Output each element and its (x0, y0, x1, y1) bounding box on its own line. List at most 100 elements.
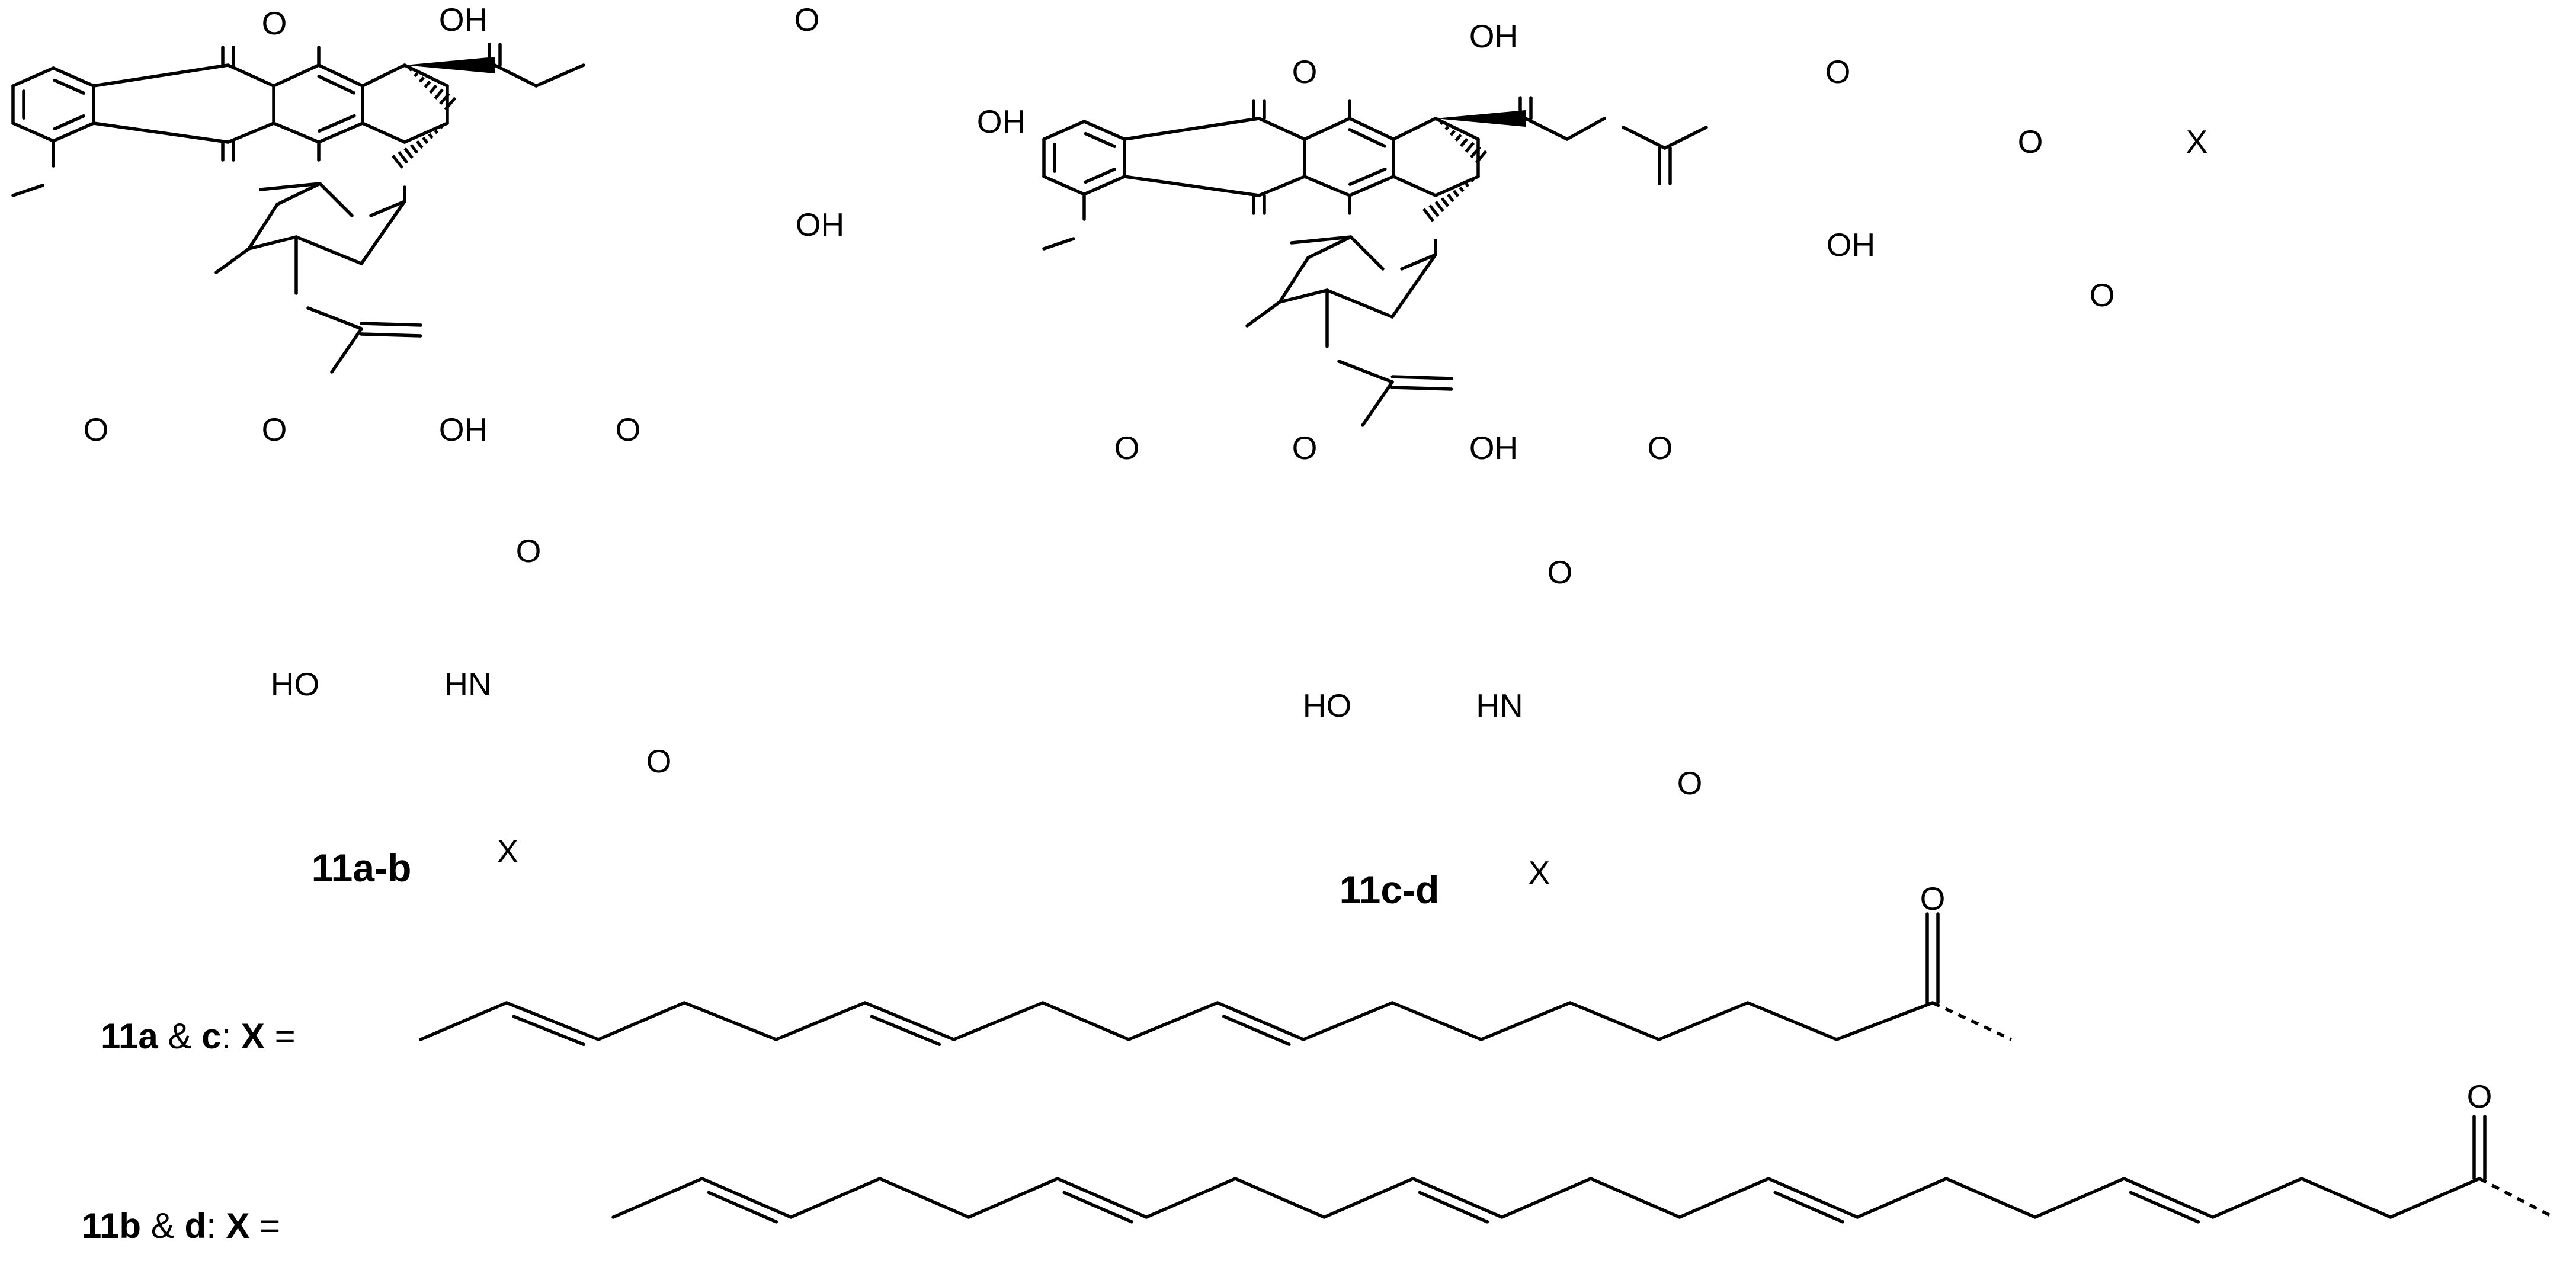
bond (53, 114, 85, 131)
bond (403, 147, 414, 159)
bond (1361, 380, 1394, 427)
bond (2033, 1177, 2126, 1219)
bond (1290, 235, 1353, 245)
bond (1222, 1015, 1291, 1046)
bond (1434, 175, 1480, 197)
bond (53, 78, 85, 95)
bond (1062, 1191, 1133, 1224)
legend-11a-eq: = (265, 1016, 296, 1056)
bond (493, 63, 538, 88)
bond (611, 1177, 704, 1219)
legend-11a-colon: : (222, 1016, 241, 1056)
bond (360, 200, 406, 265)
bond (272, 63, 321, 88)
bond (1440, 197, 1450, 207)
bond (1465, 182, 1470, 188)
bond (534, 63, 585, 88)
bond (439, 92, 450, 105)
bond (1565, 117, 1606, 141)
molecule-11cd: O OH O O X O OH O OH O O O HO HN O X 11c… (1114, 18, 2208, 912)
bond (1465, 142, 1475, 153)
bond (1349, 235, 1385, 271)
bond (1348, 128, 1387, 148)
bond (1348, 175, 1395, 197)
bond (505, 1001, 600, 1041)
bond (1475, 150, 1488, 164)
atom-o-sugar-ring: O (1547, 554, 1573, 591)
bond (1337, 360, 1394, 384)
bond (306, 306, 363, 331)
bond (1303, 175, 1351, 197)
bond (1449, 130, 1456, 136)
bond (318, 182, 354, 217)
bond (1257, 175, 1306, 197)
bond (247, 203, 279, 251)
bond (424, 80, 431, 89)
legend-11b-d: 11b & d: X = O (82, 1078, 2492, 1246)
bond (1278, 256, 1310, 304)
legend-11a-amp: & (158, 1016, 201, 1056)
atom-x-ester: X (2186, 123, 2208, 160)
bond (707, 1191, 778, 1224)
bond (1746, 1001, 1838, 1041)
atom-oh-c9: OH (1827, 226, 1876, 263)
atom-o-ketone: O (794, 1, 820, 38)
bond (1392, 117, 1437, 141)
bond (408, 68, 412, 72)
bond (789, 1177, 882, 1219)
bond (1084, 131, 1116, 149)
bond (1931, 1001, 2013, 1041)
bond (1411, 1177, 1504, 1219)
bond (967, 1177, 1059, 1219)
legend-11a-c: 11a & c: X = O (101, 880, 1945, 1056)
legend-11b-colon: : (206, 1206, 226, 1246)
bond (1390, 375, 1454, 380)
bond (52, 121, 95, 143)
bond (1325, 288, 1394, 319)
bond (259, 182, 322, 191)
bond (952, 1001, 1045, 1041)
bond (1322, 1177, 1415, 1219)
bond (361, 63, 406, 88)
bond (444, 97, 457, 111)
bond (1459, 137, 1469, 147)
atom-x-substituent: X (497, 833, 519, 869)
bond (1216, 1001, 1305, 1041)
atom-o-quinone-top: O (1292, 53, 1318, 90)
bond (403, 63, 449, 88)
bond (2300, 1177, 2392, 1219)
bond (1418, 1191, 1489, 1224)
atom-o-sugar-ring: O (516, 532, 542, 569)
bond (1042, 120, 1086, 141)
stereo-hashes (392, 68, 1488, 222)
bond (1439, 121, 1443, 125)
bond (52, 66, 95, 88)
atom-o-quinone-bottom: O (1292, 429, 1318, 466)
wedge-bond (405, 57, 495, 73)
bond (392, 155, 403, 169)
bond (361, 121, 406, 144)
bond (870, 1015, 941, 1047)
bond (1390, 253, 1437, 319)
atom-oh-top: OH (439, 1, 488, 38)
wedge-bond (1436, 110, 1526, 127)
atom-ho-sugar: HO (1303, 687, 1352, 724)
bond (1127, 1001, 1219, 1041)
bond (1303, 117, 1351, 141)
bond (398, 151, 409, 164)
bond (409, 143, 419, 154)
bond (700, 1177, 793, 1219)
bond (1392, 175, 1437, 197)
atom-o-ketone: O (1825, 53, 1851, 90)
bond (683, 1001, 778, 1041)
compound-label-11ab: 11a-b (312, 846, 412, 890)
bond (428, 133, 434, 139)
bond (1524, 117, 1569, 141)
bond (1428, 204, 1440, 217)
bond (1479, 1001, 1572, 1041)
bond (1453, 190, 1460, 197)
bond (317, 63, 364, 88)
atom-o-methoxy: O (1114, 429, 1140, 466)
atom-o-ester: O (2018, 123, 2043, 160)
